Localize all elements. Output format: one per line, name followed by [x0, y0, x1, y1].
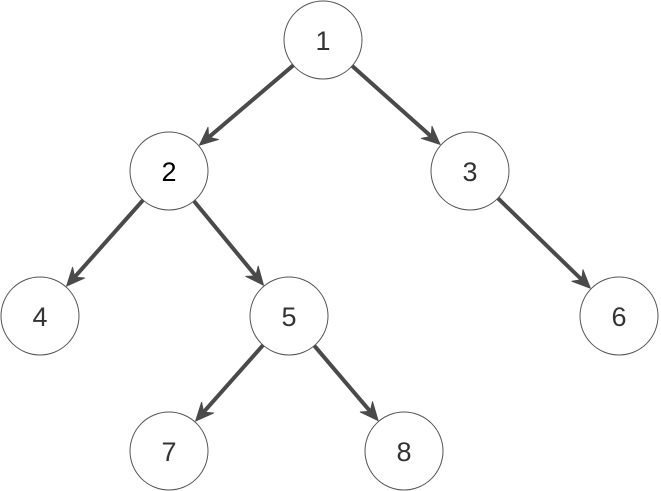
- tree-node-7-circle: [129, 411, 209, 491]
- tree-node-5-circle: [249, 276, 329, 356]
- tree-node-7: 7: [129, 411, 209, 491]
- arrowhead-1-to-2: [199, 126, 219, 146]
- tree-node-3-circle: [430, 131, 510, 211]
- tree-node-2-circle: [129, 131, 209, 211]
- arrowhead-3-to-6: [571, 269, 591, 289]
- tree-node-7-label: 7: [161, 437, 176, 467]
- arrowhead-5-to-8: [359, 401, 379, 422]
- tree-node-6: 6: [579, 276, 659, 356]
- tree-node-4: 4: [0, 276, 80, 356]
- edge-3-to-6: [495, 196, 583, 281]
- edge-2-to-5: [191, 199, 258, 278]
- edge-1-to-2: [207, 63, 296, 139]
- tree-node-4-circle: [0, 276, 80, 356]
- tree-node-1-circle: [283, 0, 363, 80]
- tree-node-8: 8: [364, 411, 444, 491]
- edges-layer: [66, 63, 591, 422]
- arrowhead-2-to-4: [66, 266, 85, 287]
- tree-node-8-label: 8: [396, 437, 411, 467]
- arrowhead-5-to-7: [195, 401, 214, 422]
- arrowhead-1-to-3: [420, 125, 441, 145]
- edge-2-to-4: [73, 198, 146, 279]
- tree-node-5-label: 5: [281, 302, 296, 332]
- edge-5-to-8: [312, 343, 372, 413]
- tree-node-6-circle: [579, 276, 659, 356]
- arrowhead-2-to-5: [245, 265, 264, 286]
- tree-node-3-label: 3: [462, 157, 477, 187]
- tree-node-1-label: 1: [315, 26, 330, 56]
- tree-node-1: 1: [283, 0, 363, 80]
- tree-node-3: 3: [430, 131, 510, 211]
- tree-node-6-label: 6: [611, 302, 626, 332]
- tree-node-4-label: 4: [32, 302, 47, 332]
- tree-node-2: 2: [129, 131, 209, 211]
- edge-1-to-3: [350, 63, 433, 138]
- tree-node-5: 5: [249, 276, 329, 356]
- tree-node-8-circle: [364, 411, 444, 491]
- edge-5-to-7: [202, 343, 266, 414]
- tree-node-2-label: 2: [161, 157, 176, 187]
